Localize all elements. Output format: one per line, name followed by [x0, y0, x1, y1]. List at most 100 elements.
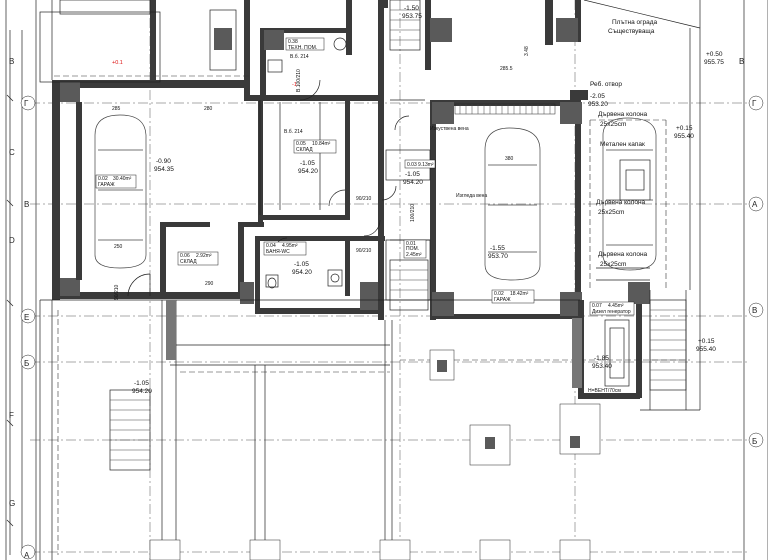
car-left — [94, 114, 147, 269]
column-note-2: Метален капак — [600, 141, 645, 148]
car-right — [602, 117, 657, 271]
left-dimension-ticks — [6, 30, 23, 555]
axis-label-right-0: B — [739, 57, 744, 66]
room-name-6: ПОМ. — [406, 246, 419, 252]
svg-text:-1: -1 — [292, 82, 297, 88]
level-abs-10: 953.40 — [592, 363, 612, 370]
column-note-0: Дървена колона — [598, 111, 648, 118]
room-code-2: 0.03 — [407, 162, 417, 168]
level-rel-8: +0.15 — [698, 338, 715, 345]
doors — [127, 79, 410, 297]
axis-label-right-2: B — [752, 306, 757, 315]
level-abs-8: 955.40 — [696, 346, 716, 353]
red-markers: +0.1 -1 — [112, 60, 297, 88]
column-note-3: Дървена колона — [596, 199, 646, 206]
column-note-1: 25х25cm — [600, 121, 626, 128]
dim-4: 380 — [505, 156, 514, 162]
level-abs-4: 954.20 — [292, 269, 312, 276]
misc-label-9: 100/210 — [410, 204, 416, 222]
stairs — [109, 0, 687, 471]
axis-label-left-9: A — [24, 551, 30, 560]
room-code-1: 0.05 — [296, 141, 306, 147]
level-rel-2: -1.05 — [300, 160, 315, 167]
beams — [166, 103, 582, 388]
room-area-3: 30.40m² — [113, 176, 132, 182]
misc-label-6: 90/210 — [356, 196, 372, 202]
axis-label-left-6: Б — [24, 359, 29, 368]
room-code-4: 0.06 — [180, 253, 190, 259]
room-area-1: 10.84m² — [312, 141, 331, 147]
level-rel-11: +0.50 — [706, 51, 723, 58]
misc-label-3: В.б. 214 — [290, 54, 309, 60]
walls — [52, 0, 650, 399]
level-rel-3: -1.05 — [405, 171, 420, 178]
room-name-3: ГАРАЖ — [98, 182, 115, 188]
dim-2: 280 — [204, 106, 213, 112]
level-rel-10: -1.85 — [594, 355, 609, 362]
level-marks: -1.50 953.75 -0.90 954.35 -1.05 954.20 -… — [132, 5, 724, 395]
misc-label-2: Н=ВЕНТ/70см — [588, 388, 621, 394]
level-rel-4: -1.05 — [294, 261, 309, 268]
dim-6: 250 — [114, 244, 123, 250]
room-name-1: СКЛАД — [296, 147, 313, 153]
room-area-4: 2.92m² — [196, 253, 212, 259]
room-code-3: 0.02 — [98, 176, 108, 182]
level-abs-5: 953.70 — [488, 253, 508, 260]
room-labels: 0.38 ТЕХН. ПОМ. 0.05 10.84m² СКЛАД 0.03 … — [95, 37, 635, 316]
room-area-2: 9.13m² — [418, 162, 434, 168]
axis-label-left-1: Г — [24, 99, 29, 108]
annotations: Плътна ограда Съществуваща Реб. отвор Дъ… — [112, 19, 658, 394]
note-fence-0: Плътна ограда — [612, 19, 658, 26]
axis-label-left-2: C — [9, 148, 15, 157]
level-rel-0: -1.50 — [404, 5, 419, 12]
room-area-7: 18.42m² — [510, 291, 529, 297]
level-abs-11: 955.75 — [704, 59, 724, 66]
room-area-6: 2.45m² — [406, 252, 422, 258]
bathroom-fixtures — [265, 37, 347, 289]
room-code-0: 0.38 — [288, 39, 298, 45]
room-area-5: 4.95m² — [282, 243, 298, 249]
axis-label-right-1: Г — [752, 99, 757, 108]
axis-label-left-3: B — [24, 200, 29, 209]
room-code-5: 0.04 — [266, 243, 276, 249]
room-code-8: 0.07 — [592, 303, 602, 309]
dim-3: 285 — [112, 106, 121, 112]
level-abs-6: 953.20 — [588, 101, 608, 108]
level-abs-0: 953.75 — [402, 13, 422, 20]
column-note-5: Дървена колона — [598, 251, 648, 258]
misc-label-7: 90/210 — [356, 248, 372, 254]
level-abs-3: 954.20 — [403, 179, 423, 186]
column-note-4: 25х25cm — [598, 209, 624, 216]
axis-markers-right: B Г B Б А — [739, 57, 764, 448]
axis-label-right-3: Б — [752, 437, 757, 446]
level-rel-9: -1.05 — [134, 380, 149, 387]
misc-label-4: В.б. 214 — [284, 129, 303, 135]
level-rel-6: -2.05 — [590, 93, 605, 100]
room-code-6: 0.01 — [406, 241, 416, 247]
dim-1: 285.5 — [500, 66, 513, 72]
axis-label-left-5: E — [24, 313, 29, 322]
level-abs-9: 954.20 — [132, 388, 152, 395]
misc-label-5: В.100/210 — [296, 69, 302, 92]
level-rel-7: +0.15 — [676, 125, 693, 132]
svg-text:+0.1: +0.1 — [112, 60, 123, 66]
room-name-5: БАНЯ-WC — [266, 249, 290, 255]
misc-label-0: Изкуствена вена — [430, 126, 469, 132]
room-name-7: ГАРАЖ — [494, 297, 511, 303]
misc-label-1: Изгледа вена — [456, 193, 487, 199]
axis-markers-left: B Г C B D E Б F G A — [9, 57, 36, 560]
axis-label-left-8: G — [9, 499, 15, 508]
axis-label-right-4: А — [752, 200, 758, 209]
axis-label-left-0: B — [9, 57, 14, 66]
axis-label-left-7: F — [9, 411, 14, 420]
column-note-6: 25х25cm — [600, 261, 626, 268]
car-middle — [484, 127, 541, 281]
room-area-8: 4.45m² — [608, 303, 624, 309]
room-code-7: 0.02 — [494, 291, 504, 297]
room-name-0: ТЕХН. ПОМ. — [288, 45, 317, 51]
level-rel-5: -1.55 — [490, 245, 505, 252]
level-abs-2: 954.20 — [298, 168, 318, 175]
axis-label-left-4: D — [9, 236, 15, 245]
room-name-4: СКЛАД — [180, 259, 197, 265]
level-abs-7: 955.40 — [674, 133, 694, 140]
